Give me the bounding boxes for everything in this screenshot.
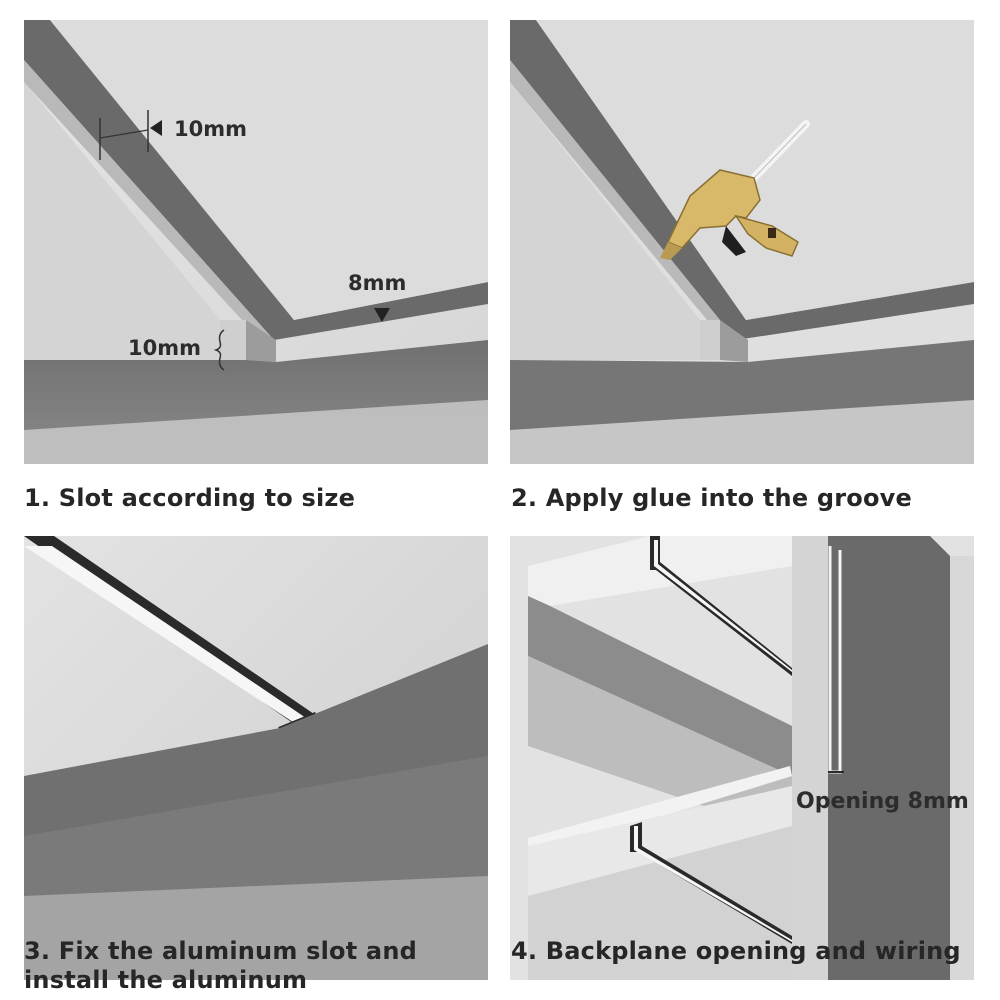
step-3-caption: 3. Fix the aluminum slot and install the… bbox=[24, 937, 494, 995]
step-1-diagram: 10mm 8mm 10mm bbox=[24, 20, 488, 464]
aluminum-install-diagram bbox=[24, 536, 488, 980]
step-4-diagram: Opening 8mm bbox=[510, 536, 974, 980]
step-1-caption: 1. Slot according to size bbox=[24, 484, 355, 513]
slot-width-label: 10mm bbox=[174, 117, 247, 141]
step-3-diagram bbox=[24, 536, 488, 980]
step-4-caption: 4. Backplane opening and wiring bbox=[511, 937, 961, 966]
opening-label: Opening 8mm bbox=[796, 789, 969, 814]
step-2-caption: 2. Apply glue into the groove bbox=[511, 484, 912, 513]
step-2-diagram bbox=[510, 20, 974, 464]
glue-diagram bbox=[510, 20, 974, 464]
board-thickness-label: 8mm bbox=[348, 271, 406, 295]
slot-depth-label: 10mm bbox=[128, 336, 201, 360]
slot-diagram: 10mm 8mm 10mm bbox=[24, 20, 488, 464]
backplane-diagram: Opening 8mm bbox=[510, 536, 974, 980]
